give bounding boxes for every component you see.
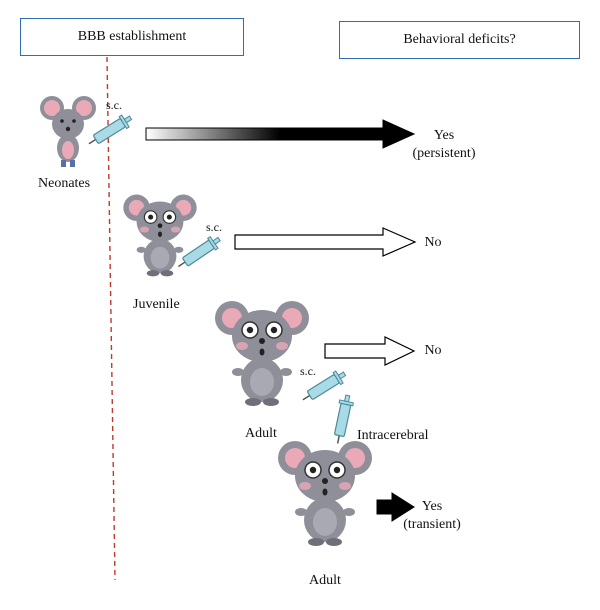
bbb-establishment-header: BBB establishment [20, 18, 244, 56]
behavioral-deficits-label: Behavioral deficits? [403, 32, 516, 47]
neonate-mouse-icon [40, 96, 96, 167]
outcome-neonates-answer: Yes [433, 128, 455, 143]
gradient-arrow-persistent [145, 119, 416, 149]
subject-label-adult: Adult [245, 426, 277, 441]
adult-intracerebral-mouse-icon [277, 440, 373, 547]
route-label-neonates: s.c. [106, 98, 122, 112]
outcome-intracerebral-answer: Yes [421, 499, 443, 514]
route-label-adult: s.c. [300, 364, 316, 378]
intracerebral-syringe-icon [329, 393, 356, 446]
hollow-arrow-juvenile [234, 227, 417, 257]
outcome-neonates: Yes (persistent) [404, 127, 484, 163]
route-label-juvenile: s.c. [206, 220, 222, 234]
black-arrow-transient [376, 492, 415, 522]
bbb-boundary-line [106, 56, 116, 581]
outcome-adult-intracerebral: Yes (transient) [392, 498, 472, 534]
outcome-adult: No [418, 342, 448, 360]
outcome-neonates-detail: (persistent) [412, 146, 476, 161]
subject-label-juvenile: Juvenile [133, 297, 180, 312]
subject-label-adult-intracerebral: Adult [309, 573, 341, 588]
adult-mouse-icon [214, 300, 310, 407]
bbb-establishment-label: BBB establishment [77, 29, 187, 44]
outcome-adult-answer: No [424, 343, 442, 358]
juvenile-mouse-icon [122, 193, 198, 277]
juvenile-syringe-icon [173, 232, 224, 274]
outcome-intracerebral-detail: (transient) [403, 517, 461, 532]
subject-label-neonates: Neonates [38, 176, 91, 191]
outcome-juvenile-answer: No [424, 235, 442, 250]
behavioral-deficits-header: Behavioral deficits? [339, 21, 580, 59]
neonate-syringe-icon [84, 111, 135, 151]
route-label-intracerebral: Intracerebral [357, 428, 429, 443]
hollow-arrow-adult [324, 336, 416, 366]
outcome-juvenile: No [418, 234, 448, 252]
